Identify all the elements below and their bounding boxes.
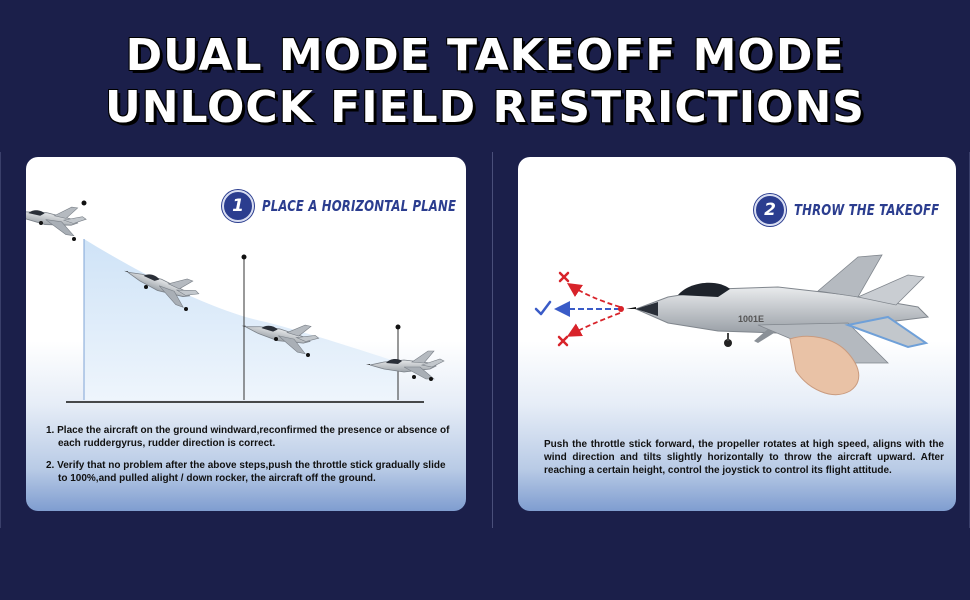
instructions-list: 1. Place the aircraft on the ground wind… — [46, 424, 456, 494]
cross-icon — [557, 335, 569, 347]
panel-divider — [492, 152, 493, 528]
hand-illustration — [789, 335, 860, 396]
arrow-icon — [566, 312, 621, 337]
title-line-1: DUAL MODE TAKEOFF MODE — [125, 30, 845, 81]
page-title: DUAL MODE TAKEOFF MODE UNLOCK FIELD REST… — [0, 30, 970, 134]
instructions-text: Push the throttle stick forward, the pro… — [544, 438, 944, 486]
panel-horizontal-takeoff: 1 PLACE A HORIZONTAL PLANE 1. Place the … — [26, 157, 466, 511]
panel-throw-takeoff: 1001E 2 THROW THE TAKEOFF Push the throt… — [518, 157, 956, 511]
step-title: PLACE A HORIZONTAL PLANE — [262, 197, 457, 215]
descent-illustration — [26, 197, 445, 403]
step-1-header: 1 PLACE A HORIZONTAL PLANE — [222, 190, 466, 222]
aircraft-large — [626, 254, 930, 364]
aircraft-marking: 1001E — [738, 314, 764, 324]
left-edge-line — [0, 152, 1, 528]
cross-icon — [558, 271, 570, 283]
step-number-badge: 1 — [222, 190, 254, 222]
step-2-header: 2 THROW THE TAKEOFF — [754, 194, 956, 226]
instruction-item: 1. Place the aircraft on the ground wind… — [46, 425, 450, 449]
check-icon — [534, 300, 552, 316]
title-line-2: UNLOCK FIELD RESTRICTIONS — [105, 82, 865, 133]
aircraft-1 — [26, 197, 89, 238]
instruction-item: 2. Verify that no problem after the abov… — [46, 460, 446, 484]
descent-area — [84, 239, 398, 400]
instruction-item: Push the throttle stick forward, the pro… — [544, 439, 944, 476]
step-number-badge: 2 — [754, 194, 786, 226]
arrow-icon — [567, 283, 621, 308]
throw-illustration: 1001E — [534, 254, 930, 396]
step-title: THROW THE TAKEOFF — [794, 201, 940, 219]
